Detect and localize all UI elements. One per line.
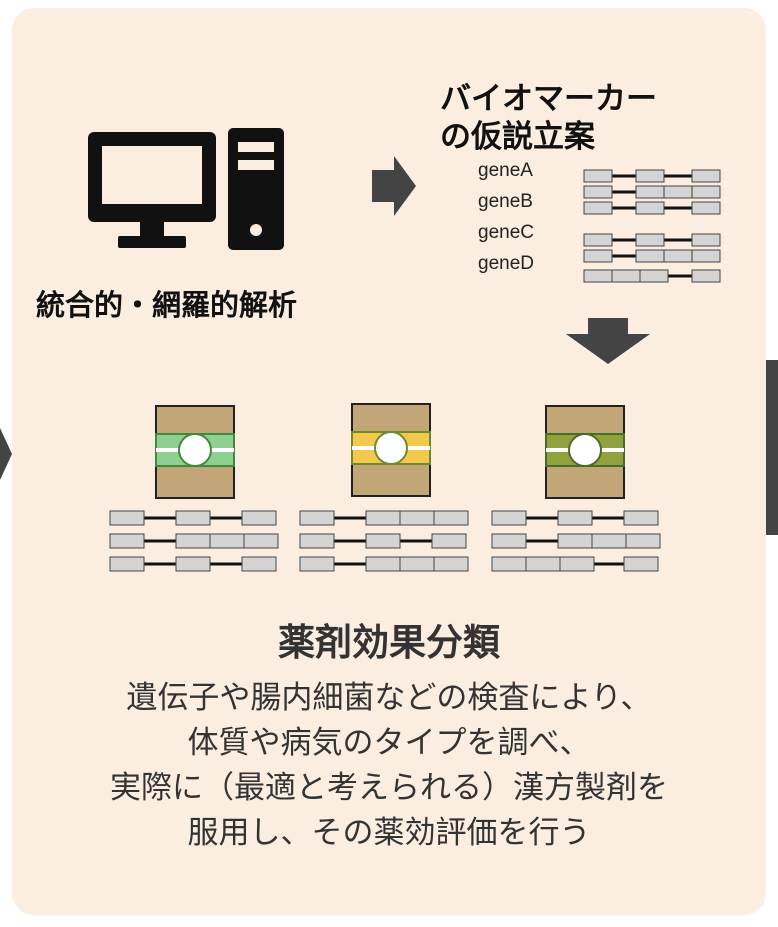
category-title: 薬剤効果分類 bbox=[278, 621, 500, 664]
right-edge-arrow-icon bbox=[766, 360, 778, 535]
description-line: 服用し、その薬効評価を行う bbox=[187, 815, 591, 851]
heading-line2: の仮説立案 bbox=[440, 119, 595, 155]
analysis-label: 統合的・網羅的解析 bbox=[36, 288, 298, 322]
heading-line1: バイオマーカー bbox=[440, 81, 657, 117]
gene-structure-diagram bbox=[583, 169, 721, 283]
gene-label: geneB bbox=[478, 191, 533, 212]
description-line: 体質や病気のタイプを調べ、 bbox=[187, 725, 591, 761]
computer-icon bbox=[88, 128, 284, 250]
hypothesis-heading: バイオマーカー の仮説立案 bbox=[440, 80, 657, 156]
left-edge-arrow-icon bbox=[0, 428, 12, 480]
gene-label: geneA bbox=[478, 160, 533, 181]
down-arrow-icon bbox=[566, 318, 650, 364]
gene-rows-3 bbox=[491, 510, 661, 572]
gene-rows-2 bbox=[299, 510, 469, 572]
medicine-box-icon bbox=[155, 405, 235, 499]
description-line: 遺伝子や腸内細菌などの検査により、 bbox=[126, 680, 652, 716]
gene-rows-1 bbox=[109, 510, 279, 572]
right-arrow-icon bbox=[372, 156, 416, 216]
gene-label: geneD bbox=[478, 253, 534, 274]
gene-label: geneC bbox=[478, 222, 534, 243]
description-line: 実際に（最適と考えられる）漢方製剤を bbox=[110, 770, 668, 806]
medicine-box-icon bbox=[545, 405, 625, 499]
medicine-box-icon bbox=[351, 403, 431, 497]
description-text: 遺伝子や腸内細菌などの検査により、 体質や病気のタイプを調べ、 実際に（最適と考… bbox=[0, 676, 778, 856]
